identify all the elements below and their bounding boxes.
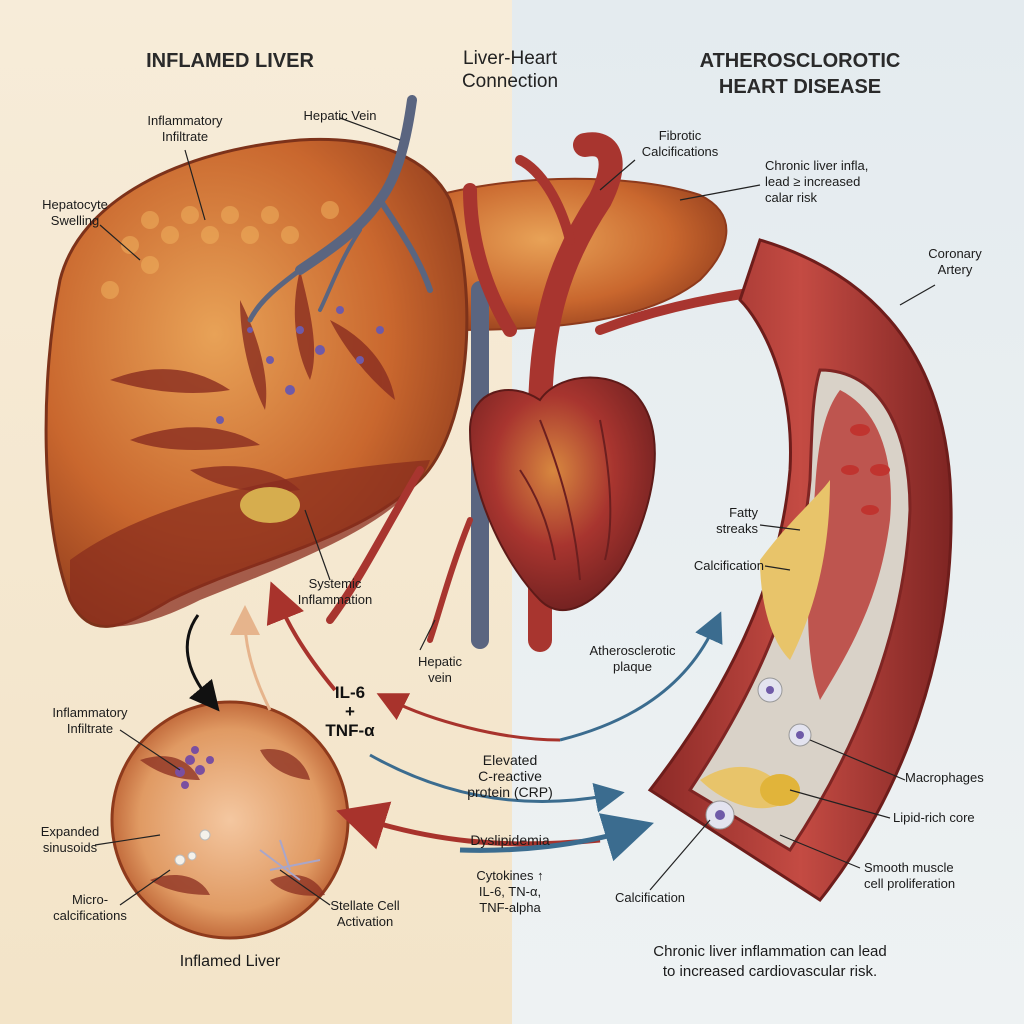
label-line: Swelling [50,213,100,228]
label-atherosclerotic-plaque: Atherosclerotic plaque [575,643,690,675]
liver-underside [70,460,430,627]
inset-infiltrate [175,746,214,789]
label-line: Stellate Cell [330,898,400,913]
label-line: Artery [937,262,973,277]
label-line: C-reactive [478,768,542,784]
heart [468,376,656,611]
label-dyslipidemia: Dyslipidemia [470,832,550,848]
inflammatory-cells [216,306,384,424]
label-line: Elevated [482,752,538,768]
arrows [185,581,723,862]
label-line: TNF-alpha [479,900,541,915]
label-line: TNF-α [325,721,375,740]
label-lipid-rich-core: Lipid-rich core [893,810,975,825]
label-line: lead ≥ increased [765,174,861,189]
label-line: Cytokines ↑ [476,868,544,883]
label-macrophages: Macrophages [905,770,984,785]
rbc [841,424,890,515]
label-crp: Elevated C-reactive protein (CRP) [450,752,570,800]
label-systemic-inflammation: Systemic Inflammation [280,576,390,608]
label-line: + [345,702,355,721]
label-line: IL-6 [334,683,366,702]
label-line: Hepatocyte [42,197,108,212]
label-line: streaks [716,521,758,536]
leader-lines [94,117,936,906]
label-line: Coronary [928,246,982,261]
label-line: Systemic [308,576,362,591]
label-fatty-streaks: Fatty streaks [660,505,758,537]
label-line: plaque [612,659,653,674]
inset-label-sinusoids: Expanded sinusoids [25,824,115,856]
label-line: Chronic liver infla, [765,158,869,173]
label-hepatocyte-swelling: Hepatocyte Swelling [20,197,130,229]
label-line: vein [428,670,452,685]
inset-stellate [259,839,321,881]
blood-channel [808,390,891,700]
lipid-blob [760,774,800,806]
label-line: Micro- [71,892,109,907]
inset-label-stellate: Stellate Cell Activation [310,898,420,930]
inset-sinusoids [140,749,325,896]
label-chronic-liver-risk: Chronic liver infla, lead ≥ increased ca… [765,158,945,206]
cytokine-il6-tnf: IL-6 + TNF-α [315,683,385,740]
center-title-line2: Connection [461,71,559,92]
label-line: sinusoids [42,840,98,855]
heart-coronary-vessels [519,419,612,581]
footer-line1: Chronic liver inflammation can lead [653,943,887,960]
label-line: Inflammatory [52,705,128,720]
label-line: Infiltrate [66,721,114,736]
label-cytokines: Cytokines ↑ IL-6, TN-α, TNF-alpha [450,868,570,916]
label-line: Calcifications [641,144,719,159]
label-fibrotic-calcifications: Fibrotic Calcifications [620,128,740,160]
label-line: cell proliferation [864,876,956,891]
label-line: Inflammatory [147,113,223,128]
label-line: Fibrotic [658,128,702,143]
label-line: Atherosclerotic [589,643,676,658]
label-coronary-artery: Coronary Artery [910,246,1000,278]
label-line: Expanded [40,824,100,839]
footer-line2: to increased cardiovascular risk. [662,963,878,980]
left-title: INFLAMED LIVER [146,50,314,72]
liver-lesion [240,487,300,523]
right-title-line2: HEART DISEASE [718,76,882,98]
label-line: Fatty [729,505,758,520]
hepatocyte-texture [101,201,339,299]
inset-label-microcalcifications: Micro- calcifications [35,892,145,924]
label-line: Infiltrate [161,129,209,144]
label-line: IL-6, TN-α, [478,884,542,899]
label-smooth-muscle: Smooth muscle cell proliferation [864,860,1004,892]
label-calcification-low: Calcification [614,890,686,905]
inset-calcifications [174,829,211,866]
label-line: calcifications [53,908,127,923]
center-title-line1: Liver-Heart [463,48,557,69]
label-line: Hepatic [417,654,463,669]
label-line: Inflammation [297,592,373,607]
label-line: Activation [336,914,394,929]
label-calcification-mid: Calcification [693,558,764,573]
label-line: Smooth muscle [864,860,954,875]
label-hepatic-vein-low: Hepatic vein [400,654,480,686]
plaque [760,480,830,660]
inset-caption: Inflamed Liver [179,953,281,970]
label-inflammatory-infiltrate-top: Inflammatory Infiltrate [120,113,250,145]
label-hepatic-vein-top: Hepatic Vein [303,108,377,123]
label-line: protein (CRP) [467,784,553,800]
label-line: calar risk [765,190,818,205]
inset-label-infiltrate: Inflammatory Infiltrate [30,705,150,737]
right-title-line1: ATHEROSCLOROTIC [699,50,901,72]
